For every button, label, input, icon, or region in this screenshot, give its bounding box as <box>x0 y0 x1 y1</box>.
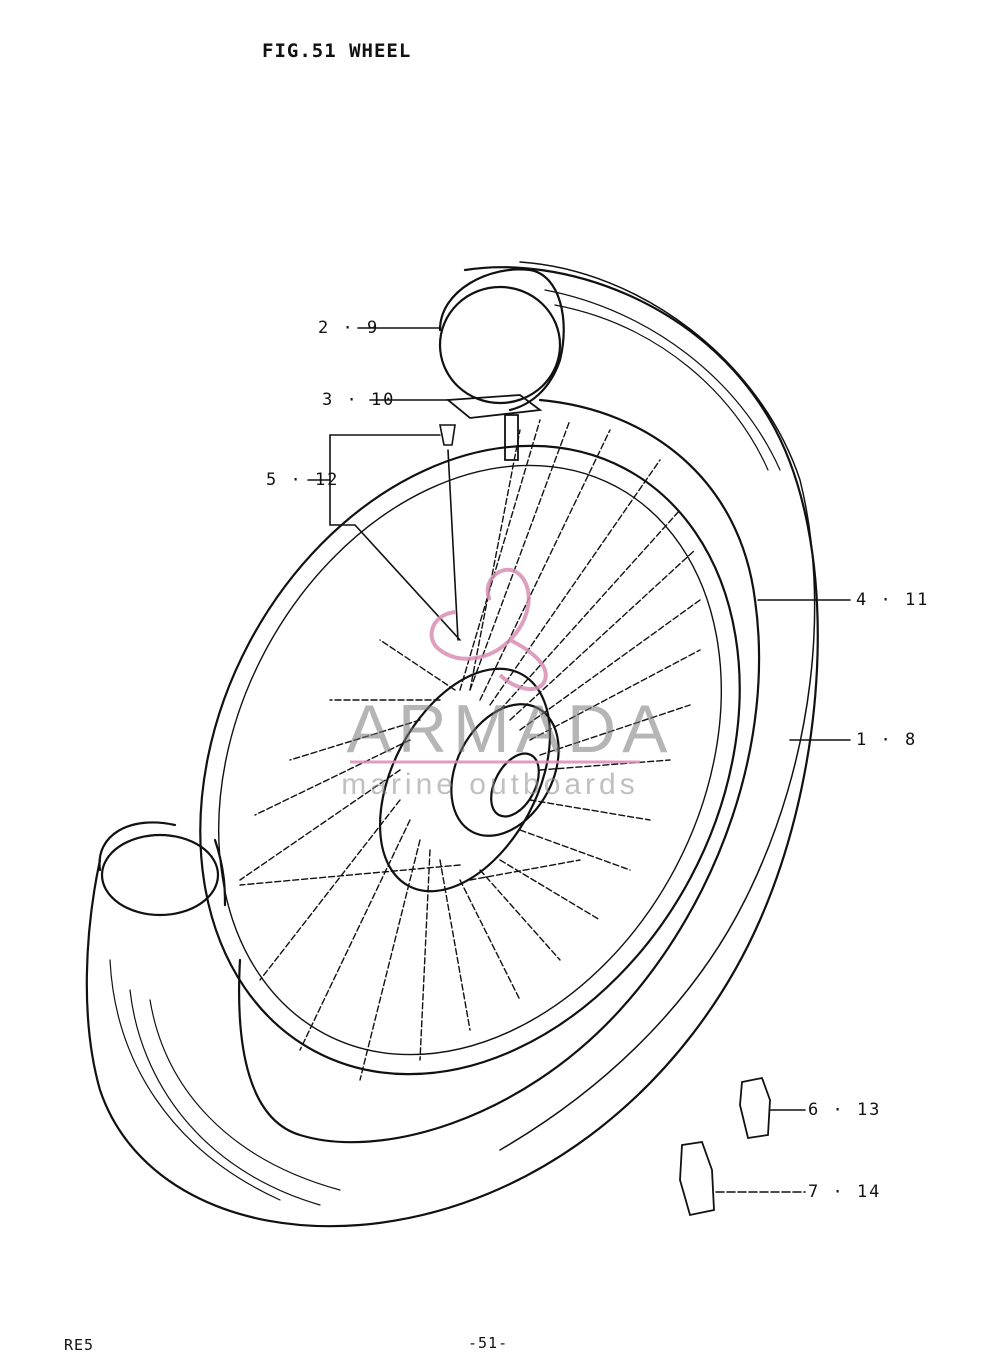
tire-tread-line-6 <box>149 999 341 1191</box>
rim-band-6-13 <box>739 1076 771 1140</box>
callout-2-9: 2 · 9 <box>318 318 380 338</box>
rim-inner-outline <box>218 464 722 1056</box>
loose-spoke <box>447 449 459 641</box>
callout-7-14: 7 · 14 <box>808 1182 882 1202</box>
tire-cut-face-top <box>438 285 562 405</box>
tire-cut-face-bottom <box>100 833 220 917</box>
tire-outer-edge <box>85 266 819 1228</box>
armada-logo-mark <box>429 567 548 691</box>
spoke-nipple <box>439 424 456 446</box>
hub-center <box>450 703 560 837</box>
callout-4-11: 4 · 11 <box>856 590 930 610</box>
figure-title: FIG.51 WHEEL <box>262 40 412 62</box>
callout-3-10: 3 · 10 <box>322 390 396 410</box>
tire-tread-line-4 <box>129 989 321 1206</box>
rim-band-7-14 <box>679 1141 715 1217</box>
watermark-brand: ARMADA <box>346 691 674 767</box>
footer-model-code: RE5 <box>64 1336 95 1354</box>
tire-tread-line-5 <box>109 959 281 1201</box>
footer-page-number: -51- <box>468 1334 509 1352</box>
leader-5-12-bracket <box>329 434 461 641</box>
valve-cap <box>445 394 543 419</box>
tire-tread-line-2 <box>544 289 781 471</box>
tire-cut-side-bottom <box>98 821 227 907</box>
hub-bore <box>490 752 540 818</box>
callout-5-12: 5 · 12 <box>266 470 340 490</box>
valve-stem <box>504 414 519 461</box>
tire-tread-line-3 <box>554 304 769 471</box>
tire-inner-edge <box>238 398 761 1144</box>
spokes <box>239 419 701 1081</box>
watermark-tagline: marine outboards <box>341 768 639 801</box>
callout-1-8: 1 · 8 <box>856 730 918 750</box>
rim-outline <box>199 444 741 1076</box>
tire-tread-line-1 <box>499 261 816 1151</box>
tire-cut-side-top <box>438 268 565 412</box>
callout-6-13: 6 · 13 <box>808 1100 882 1120</box>
